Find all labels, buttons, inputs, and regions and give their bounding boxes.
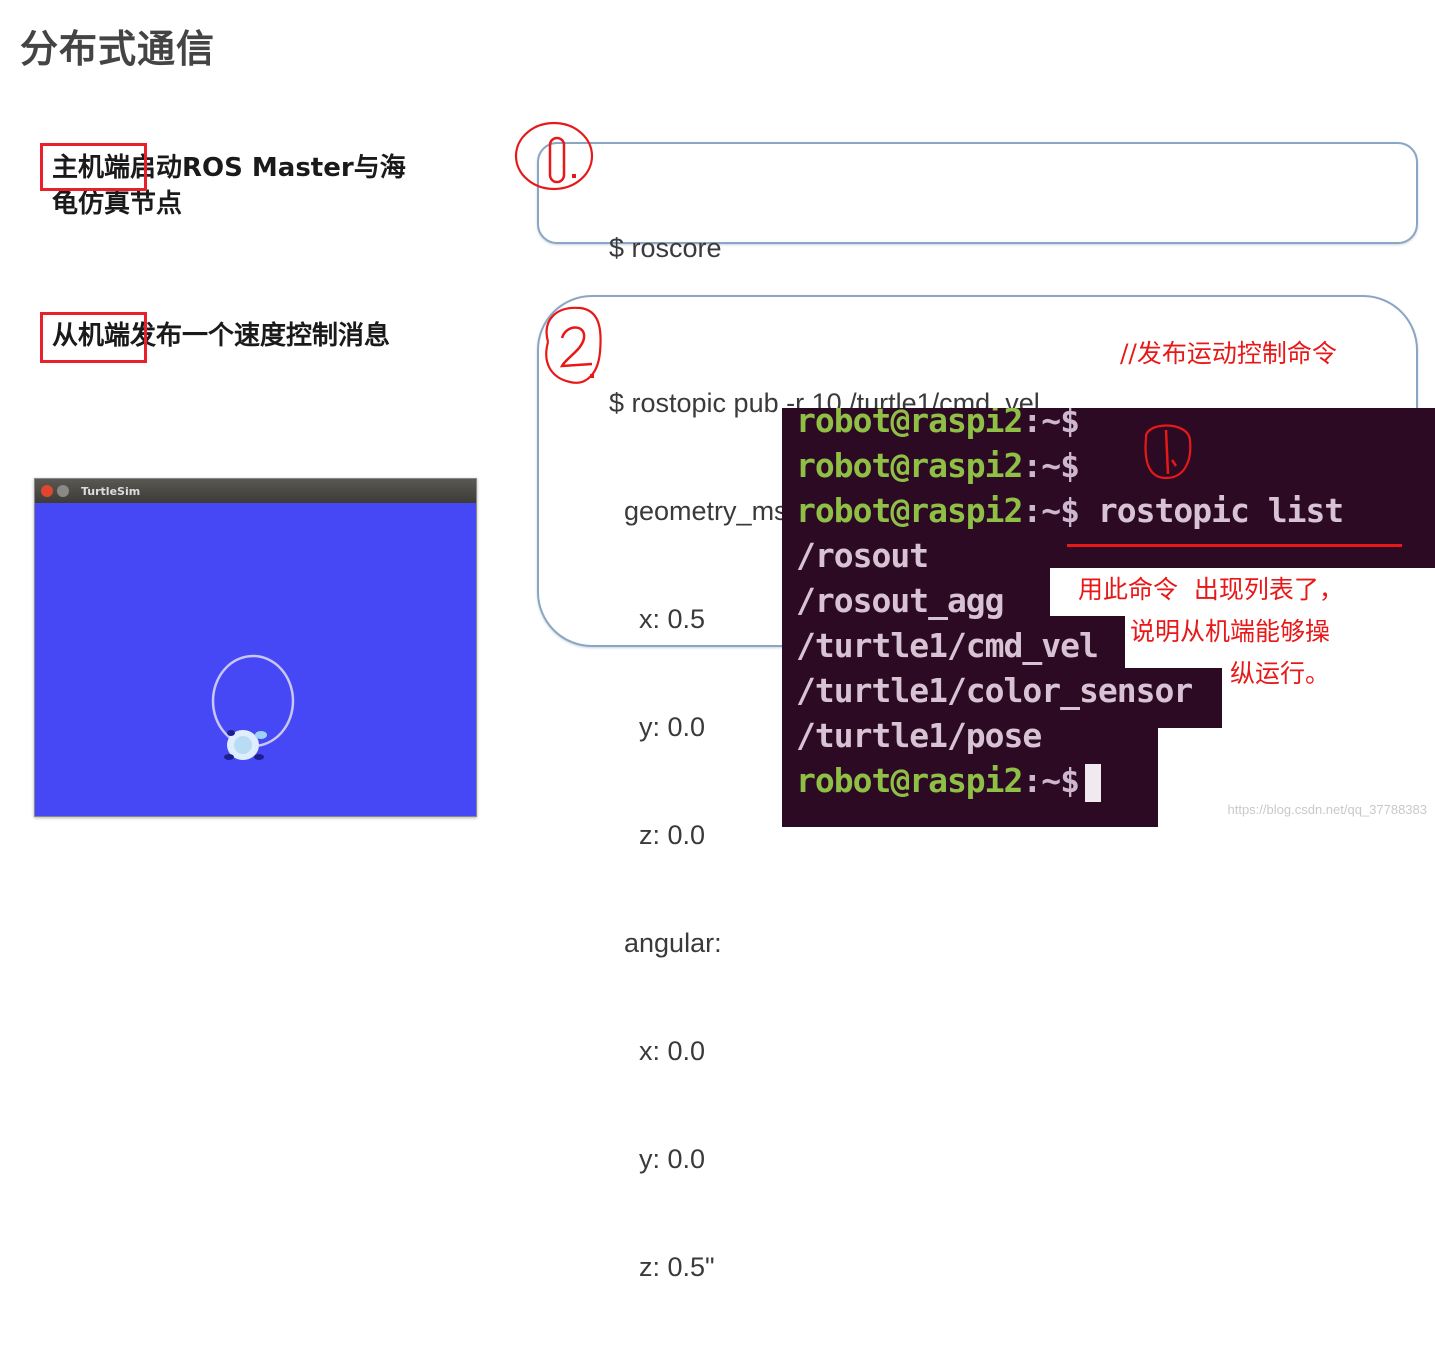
topic-item: /rosout (796, 536, 929, 575)
master-highlight-box (40, 143, 147, 191)
turtlesim-canvas (211, 654, 295, 760)
turtlesim-window: TurtleSim (34, 478, 477, 817)
terminal-line: robot@raspi2:~$ rostopic list (796, 491, 1344, 530)
command-line: angular: (609, 928, 722, 958)
command-line: z: 0.5" (609, 1252, 715, 1282)
slave-highlight-box (40, 312, 147, 363)
command-line: y: 0.0 (609, 712, 706, 742)
topic-item: /turtle1/cmd_vel (796, 626, 1099, 665)
terminal-line: robot@raspi2:~$ (796, 408, 1080, 440)
turtlesim-titlebar[interactable]: TurtleSim (35, 479, 476, 503)
terminal-annotation-line2: 说明从机端能够操 (1130, 617, 1331, 646)
step-2-marker-icon (545, 306, 602, 384)
annotation-patch (1222, 668, 1435, 728)
master-label-text: 启动ROS Master与海 (130, 153, 406, 183)
turtlesim-title: TurtleSim (81, 484, 141, 498)
slave-label-text: 发布一个速度控制消息 (130, 321, 391, 351)
publish-annotation: //发布运动控制命令 (1120, 339, 1337, 368)
close-icon[interactable] (41, 485, 53, 497)
turtle-path (211, 654, 295, 748)
command-line: x: 0.0 (609, 1036, 706, 1066)
step-1-marker-icon (1144, 424, 1192, 480)
step-0-marker-icon (514, 121, 594, 191)
terminal-command: rostopic list (1079, 491, 1344, 530)
master-highlight: 主机端 (52, 153, 131, 183)
slave-label: 从机端发布一个速度控制消息 (52, 318, 390, 354)
turtle-icon (224, 730, 267, 760)
topic-item: /rosout_agg (796, 581, 1005, 620)
terminal-annotation-line3: 纵运行。 (1230, 659, 1331, 688)
watermark: https://blog.csdn.net/qq_37788383 (1227, 802, 1428, 817)
topic-item: /turtle1/pose (796, 716, 1042, 755)
annotation-patch (1050, 568, 1435, 616)
terminal-line: robot@raspi2:~$ (796, 446, 1080, 485)
master-label: 主机端启动ROS Master与海 龟仿真节点 (52, 150, 406, 222)
annotation-patch (1158, 728, 1435, 827)
terminal-cursor (1085, 763, 1102, 802)
page-title: 分布式通信 (20, 27, 216, 71)
command-line: x: 0.5 (609, 604, 706, 634)
annotation-patch (1125, 616, 1435, 668)
terminal-annotation-line1: 用此命令 出现列表了， (1078, 575, 1344, 604)
command-line: y: 0.0 (609, 1144, 706, 1174)
command-line: $ roscore (609, 233, 722, 263)
minimize-icon[interactable] (57, 485, 69, 497)
terminal-line[interactable]: robot@raspi2:~$ (782, 758, 1343, 803)
topic-item: /turtle1/color_sensor (796, 671, 1193, 710)
master-label-line2: 龟仿真节点 (52, 189, 183, 219)
slave-highlight: 从机端 (52, 321, 131, 351)
master-command-box: $ roscore $ rosrun turtlesim turtlesim_n… (537, 142, 1418, 371)
underline-annotation (1067, 544, 1402, 547)
